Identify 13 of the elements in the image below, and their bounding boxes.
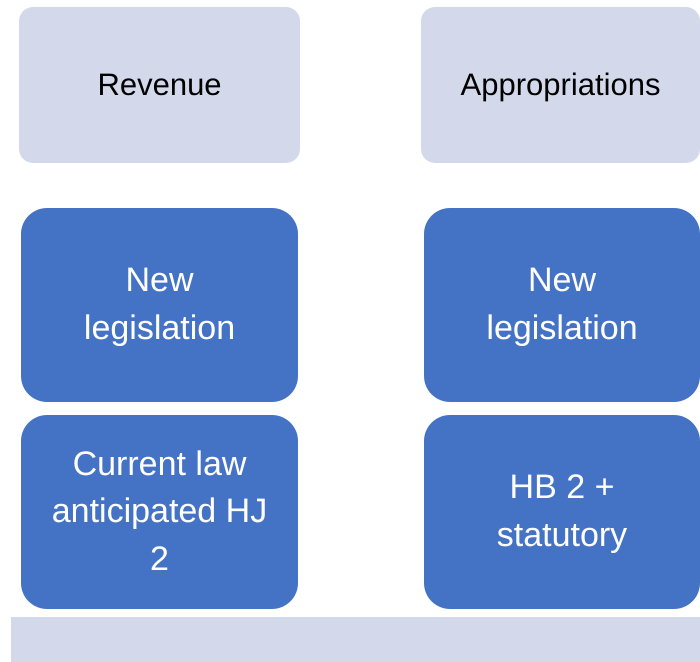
box-label: New legislation [82,260,236,349]
rounded-block [21,208,298,402]
rounded-block [21,415,298,609]
category-header [421,7,700,163]
rounded-block [424,415,700,609]
box-label: Revenue [97,66,222,104]
category-header [19,7,300,163]
rounded-block [424,208,700,402]
box-label: Appropriations [460,66,660,104]
box-label: HB 2 + statutory [496,467,628,556]
box-label: New legislation [485,260,639,349]
box-label: Current law anticipated HJ 2 [51,444,268,580]
base-bar [11,617,700,662]
